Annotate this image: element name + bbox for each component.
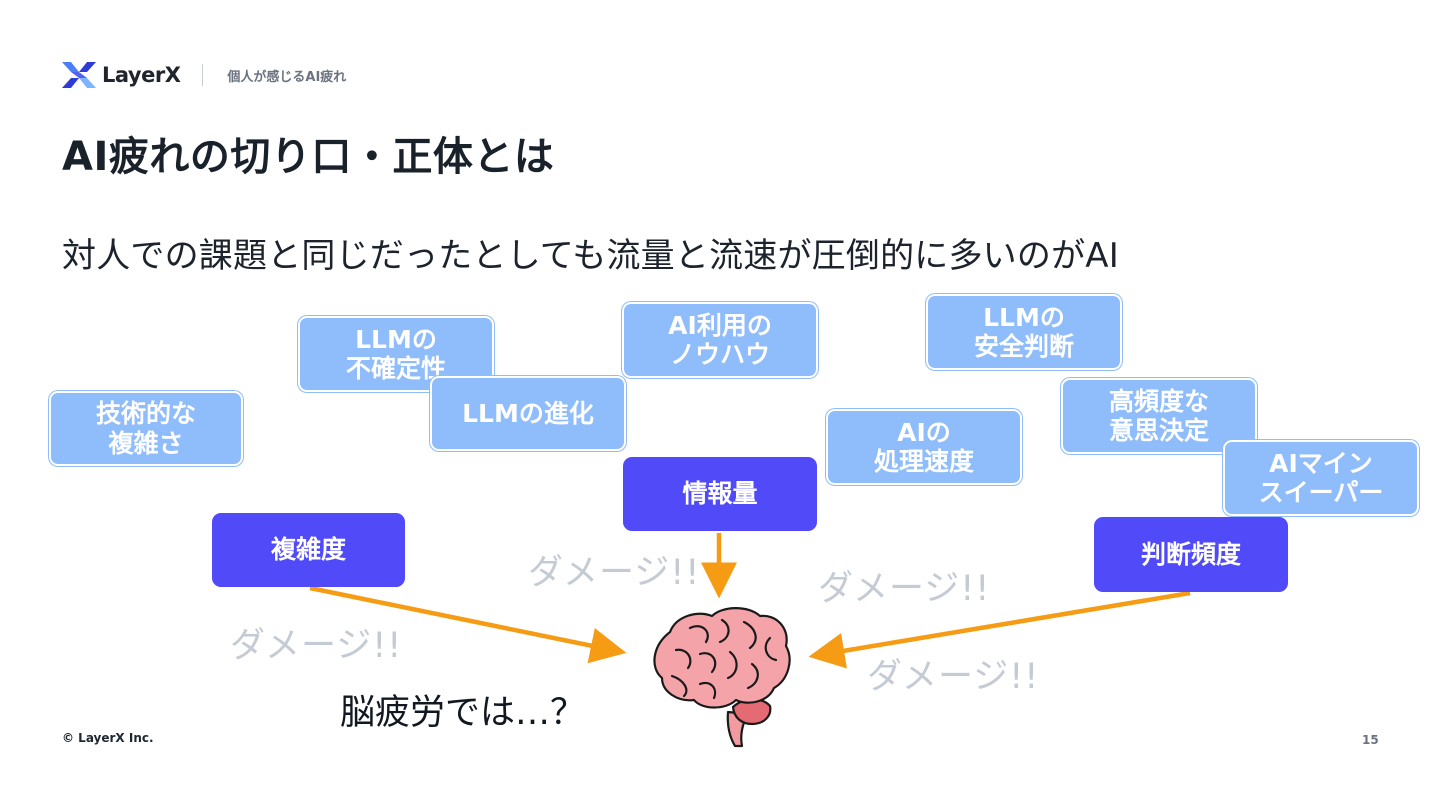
category-complexity: 複雑度 bbox=[212, 513, 405, 587]
factor-llm-evolution: LLMの進化 bbox=[430, 376, 626, 451]
factor-ai-knowhow: AI利用の ノウハウ bbox=[622, 302, 818, 378]
damage-label: ダメージ!! bbox=[818, 569, 991, 609]
damage-label: ダメージ!! bbox=[528, 553, 701, 593]
category-judgment-frequency: 判断頻度 bbox=[1094, 517, 1288, 592]
slide-title: AI疲れの切り口・正体とは bbox=[62, 134, 555, 180]
slide-subtitle: 対人での課題と同じだったとしても流量と流速が圧倒的に多いのがAI bbox=[62, 236, 1119, 276]
factor-frequent-decisions: 高頻度な 意思決定 bbox=[1061, 378, 1257, 454]
header-divider bbox=[202, 64, 204, 86]
factor-ai-processing-speed: AIの 処理速度 bbox=[826, 409, 1022, 485]
factor-technical-complexity: 技術的な 複雑さ bbox=[49, 391, 243, 466]
brain-fatigue-question: 脳疲労では…？ bbox=[340, 693, 586, 733]
page-number: 15 bbox=[1362, 733, 1379, 747]
logo-text: LayerX bbox=[102, 63, 181, 87]
arrow-complexity-to-brain bbox=[309, 585, 627, 664]
section-label: 個人が感じるAI疲れ bbox=[227, 69, 347, 85]
copyright: © LayerX Inc. bbox=[62, 731, 154, 745]
damage-label: ダメージ!! bbox=[867, 657, 1040, 697]
layerx-logo-icon bbox=[62, 62, 96, 88]
factor-ai-minesweeper: AIマイン スイーパー bbox=[1223, 440, 1419, 516]
slide-header: LayerX 個人が感じるAI疲れ bbox=[62, 60, 346, 90]
category-information: 情報量 bbox=[623, 457, 817, 531]
damage-label: ダメージ!! bbox=[230, 626, 403, 666]
arrow-judgment-to-brain bbox=[808, 590, 1191, 669]
factor-llm-safety: LLMの 安全判断 bbox=[926, 294, 1122, 370]
